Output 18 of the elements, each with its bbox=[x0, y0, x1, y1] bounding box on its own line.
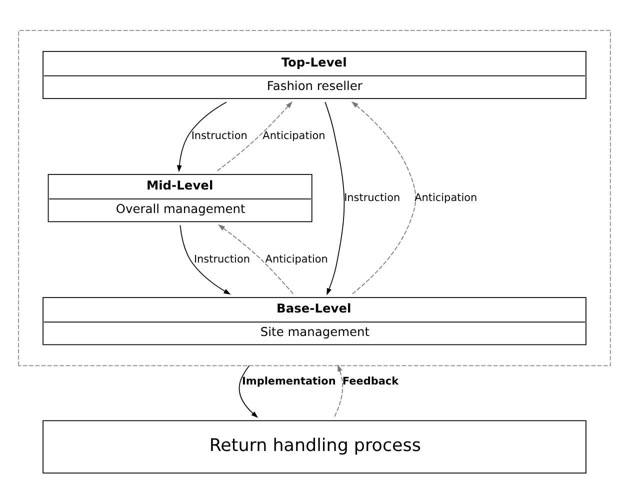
edge-label: Anticipation bbox=[414, 191, 478, 204]
edge-label: Implementation bbox=[242, 375, 336, 388]
arrow bbox=[180, 224, 231, 294]
node-box: Return handling process bbox=[42, 420, 586, 473]
edge-label: Feedback bbox=[342, 375, 399, 388]
edge-label: Instruction bbox=[344, 191, 400, 204]
arrow bbox=[238, 364, 258, 418]
edge-label: Instruction bbox=[194, 252, 250, 265]
arrow bbox=[218, 224, 294, 294]
arrow bbox=[334, 364, 344, 417]
arrow bbox=[176, 101, 227, 172]
arrow bbox=[351, 100, 416, 294]
edge-label: Anticipation bbox=[262, 130, 326, 142]
edge-label: Instruction bbox=[191, 130, 248, 142]
arrow bbox=[216, 100, 293, 171]
edge-label: Anticipation bbox=[265, 252, 328, 265]
cluster bbox=[18, 30, 611, 366]
arrow bbox=[324, 101, 345, 295]
